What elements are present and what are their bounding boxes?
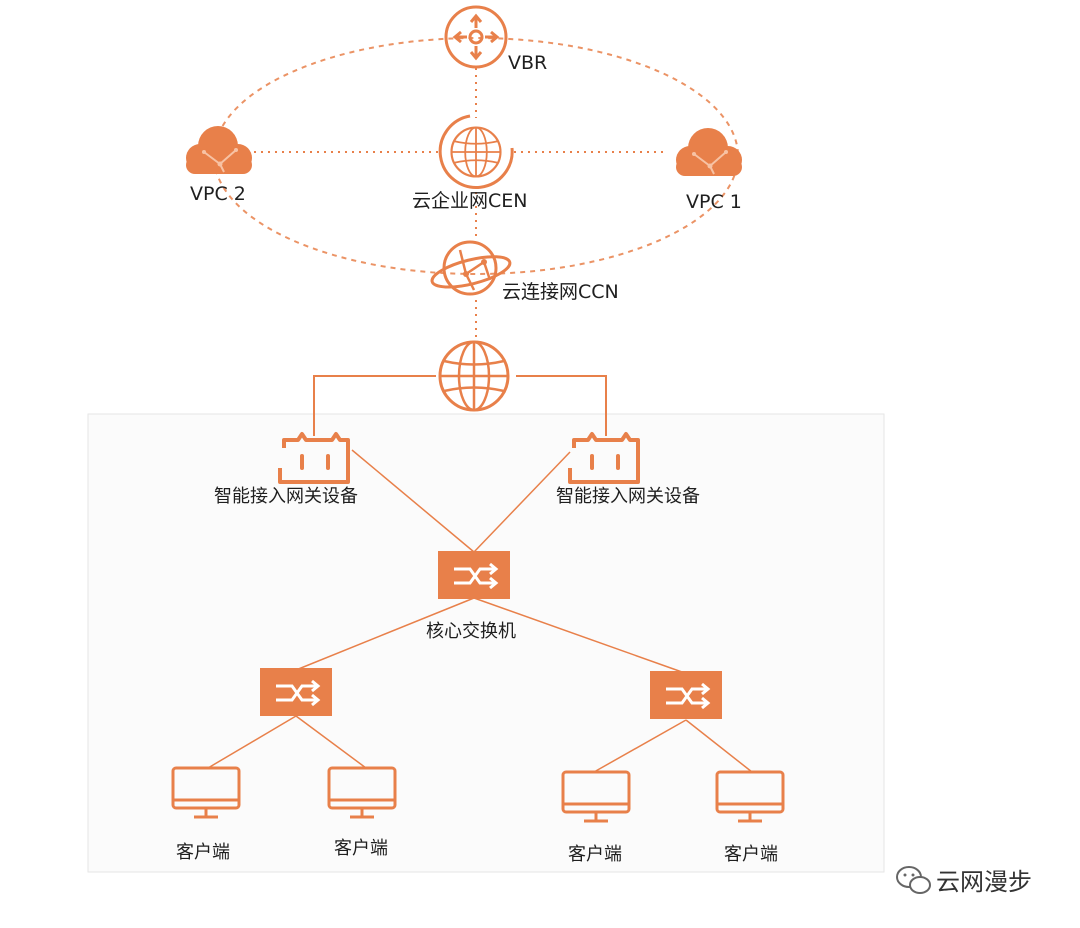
client-2-label: 客户端 [334,838,388,859]
cloud-icon [675,127,743,177]
dotted-links [254,68,668,342]
internet-links [313,375,607,436]
vpc1-label: VPC 1 [686,191,742,213]
client-1-label: 客户端 [176,842,230,863]
router-icon [444,5,508,69]
gateway-left-label: 智能接入网关设备 [214,486,358,507]
lan-links [207,449,753,773]
core-switch-label: 核心交换机 [426,621,516,642]
client-4-label: 客户端 [724,844,778,865]
cen-label: 云企业网CEN [412,190,528,212]
globe-icon [438,340,510,412]
switch-icon [648,669,724,721]
wechat-icon [896,866,931,894]
lan-panel [87,413,885,873]
vpc2-label: VPC 2 [190,183,246,205]
switch-icon [258,666,334,718]
orbit-globe-icon [430,240,512,296]
globe-icon [438,114,514,189]
client-3-label: 客户端 [568,844,622,865]
gateway-right-label: 智能接入网关设备 [556,486,700,507]
ccn-label: 云连接网CCN [502,281,619,303]
cloud-icon [185,125,253,175]
switch-icon [436,549,512,601]
vbr-label: VBR [508,52,547,74]
watermark-text: 云网漫步 [936,868,1032,896]
